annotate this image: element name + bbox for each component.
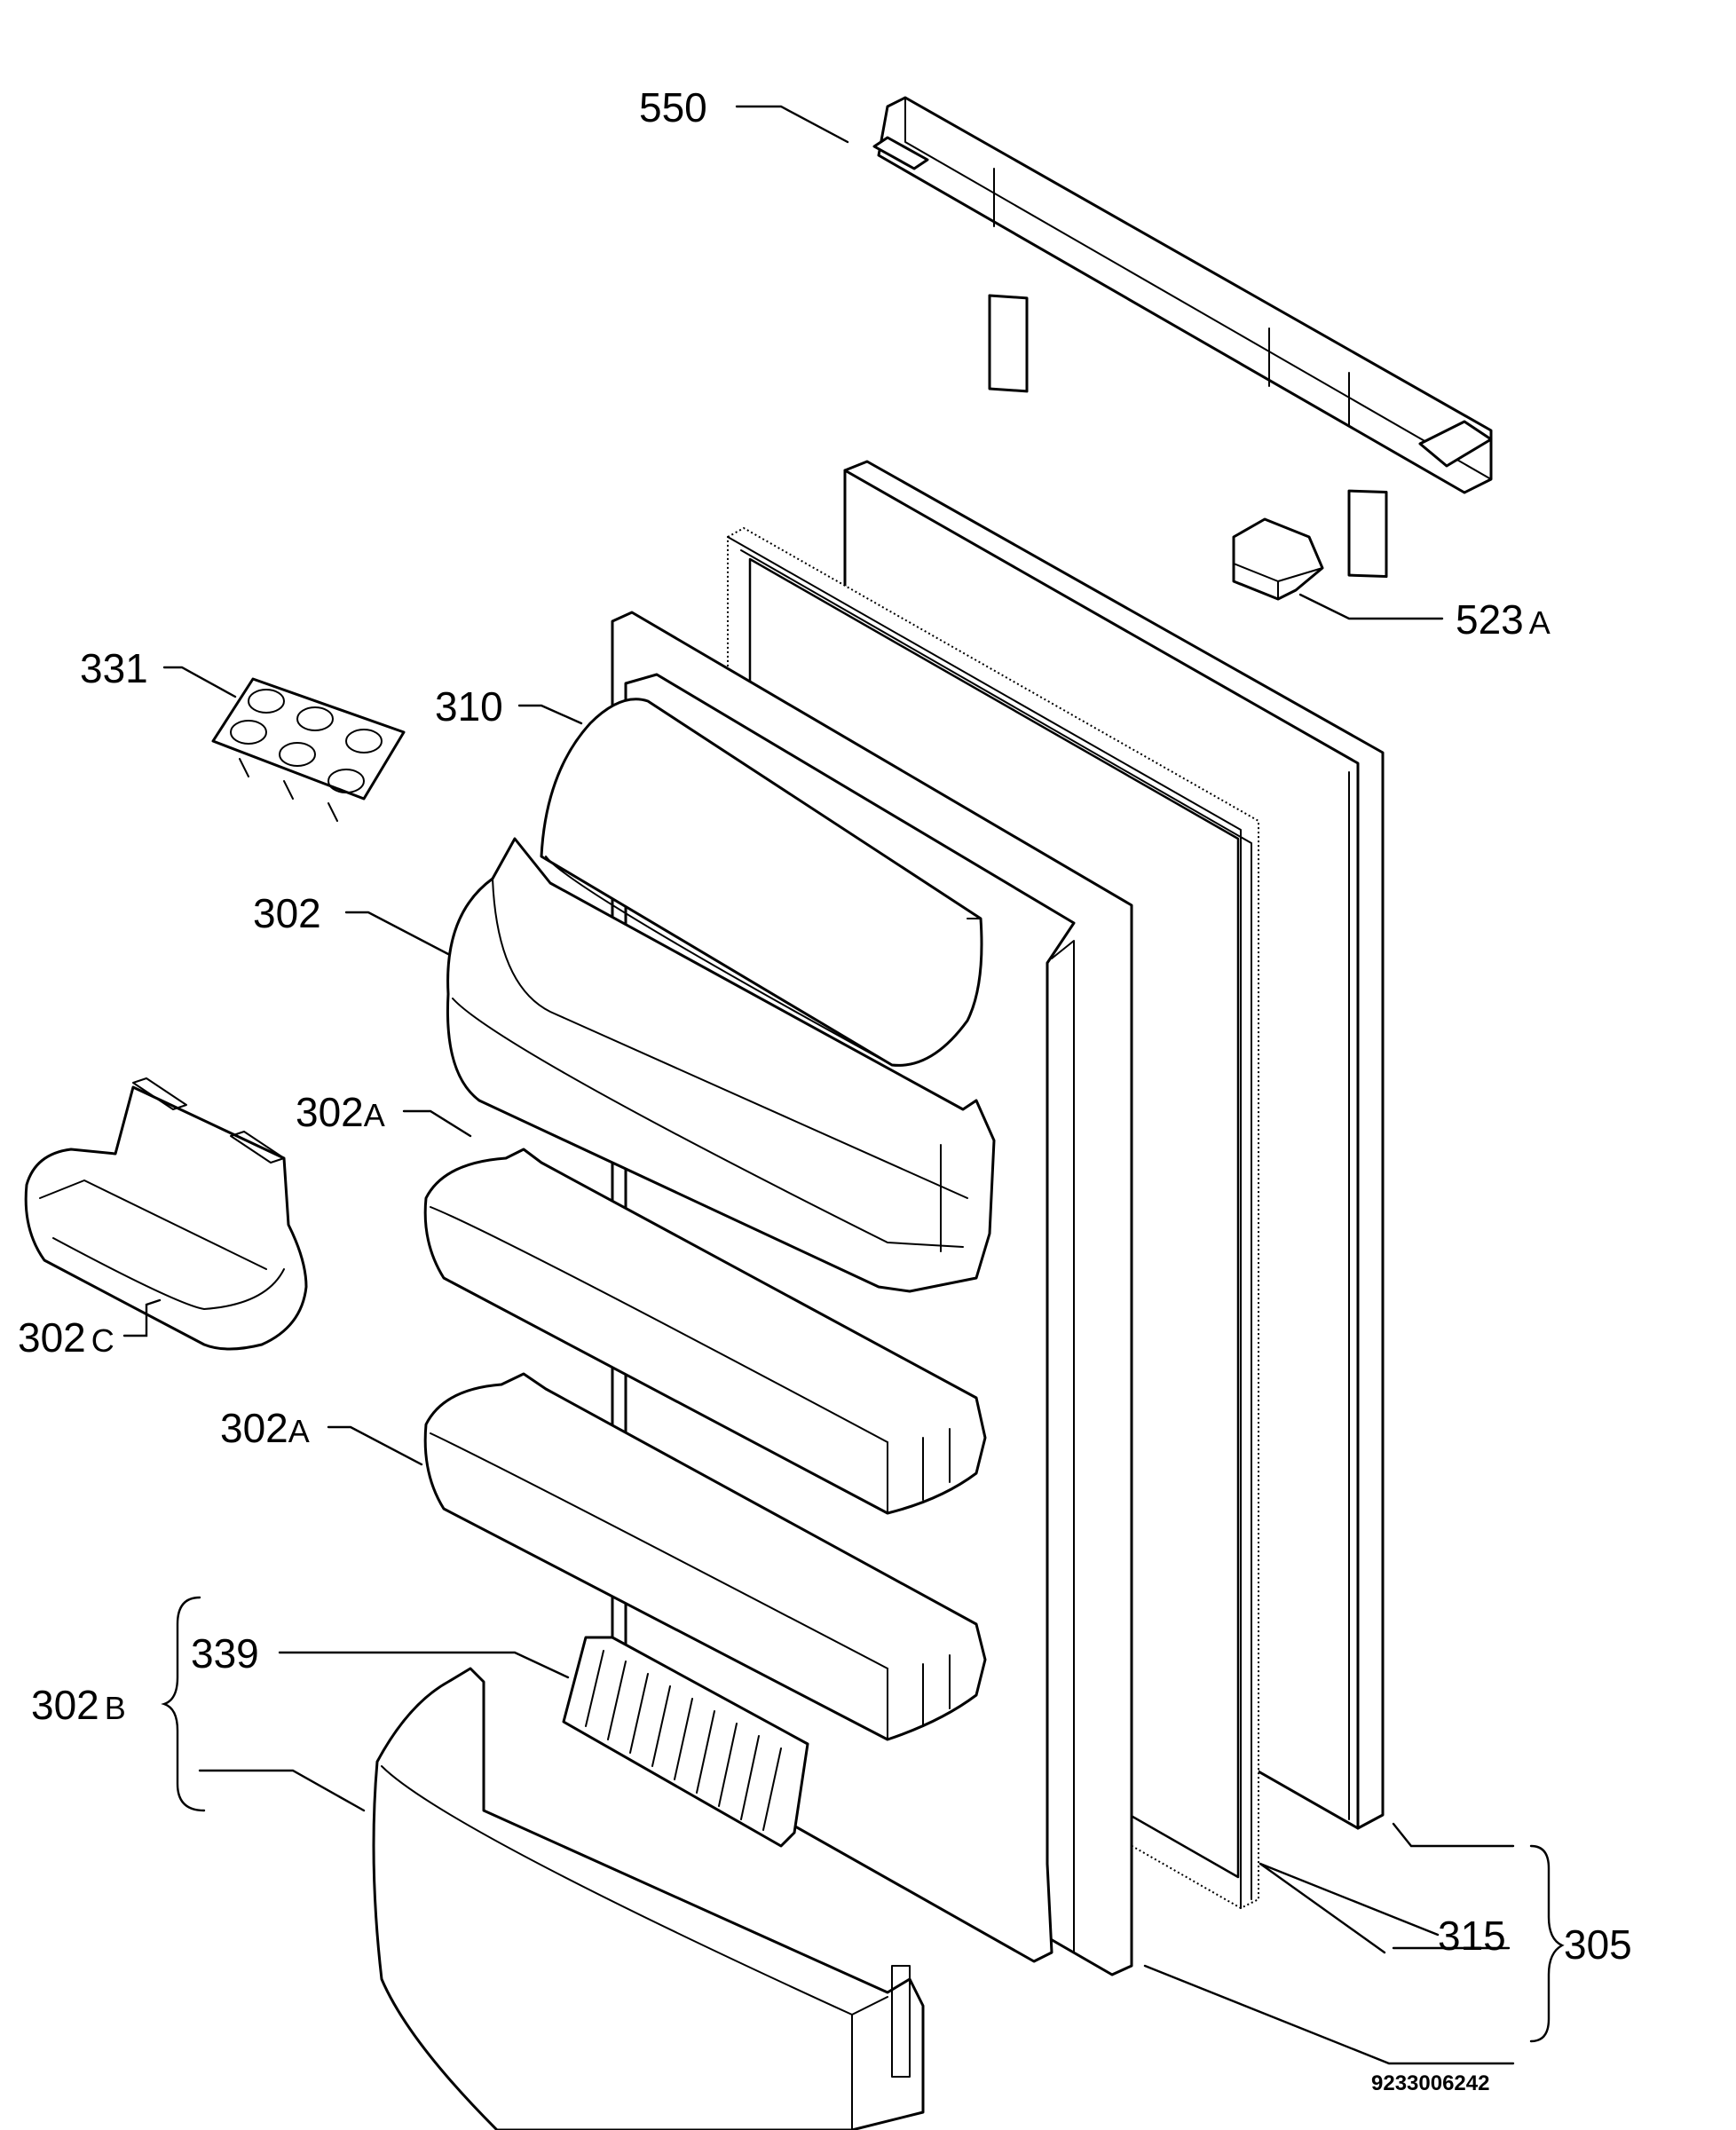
part-302a-lower-tray xyxy=(423,1372,987,1741)
part-302c-side-tray xyxy=(24,1077,308,1351)
callout-315: 315 xyxy=(1438,1913,1506,1959)
callout-302a-upper: 302A xyxy=(296,1089,385,1135)
callout-331: 331 xyxy=(80,645,148,691)
part-302a-upper-tray xyxy=(423,1148,987,1515)
callout-305: 305 xyxy=(1564,1921,1632,1968)
part-310-cover-flap xyxy=(540,698,983,1067)
part-550-hinge-bar xyxy=(872,96,1493,579)
brace-302b xyxy=(161,1596,206,1812)
part-302-top-shelf xyxy=(446,837,996,1293)
brace-305 xyxy=(1529,1844,1565,2043)
part-523a-block xyxy=(1232,517,1324,601)
drawing-code: 9233006242 xyxy=(1371,2071,1489,2095)
leader-lines xyxy=(122,105,1515,2065)
callout-302a-lower: 302A xyxy=(220,1405,310,1451)
part-331-egg-tray xyxy=(211,677,406,822)
callout-310: 310 xyxy=(435,683,503,730)
callout-339: 339 xyxy=(191,1630,259,1676)
callout-550: 550 xyxy=(639,84,707,130)
callout-302: 302 xyxy=(253,890,321,936)
part-302b-bottom-tray xyxy=(372,1667,925,2130)
part-339-grille xyxy=(562,1636,809,1848)
